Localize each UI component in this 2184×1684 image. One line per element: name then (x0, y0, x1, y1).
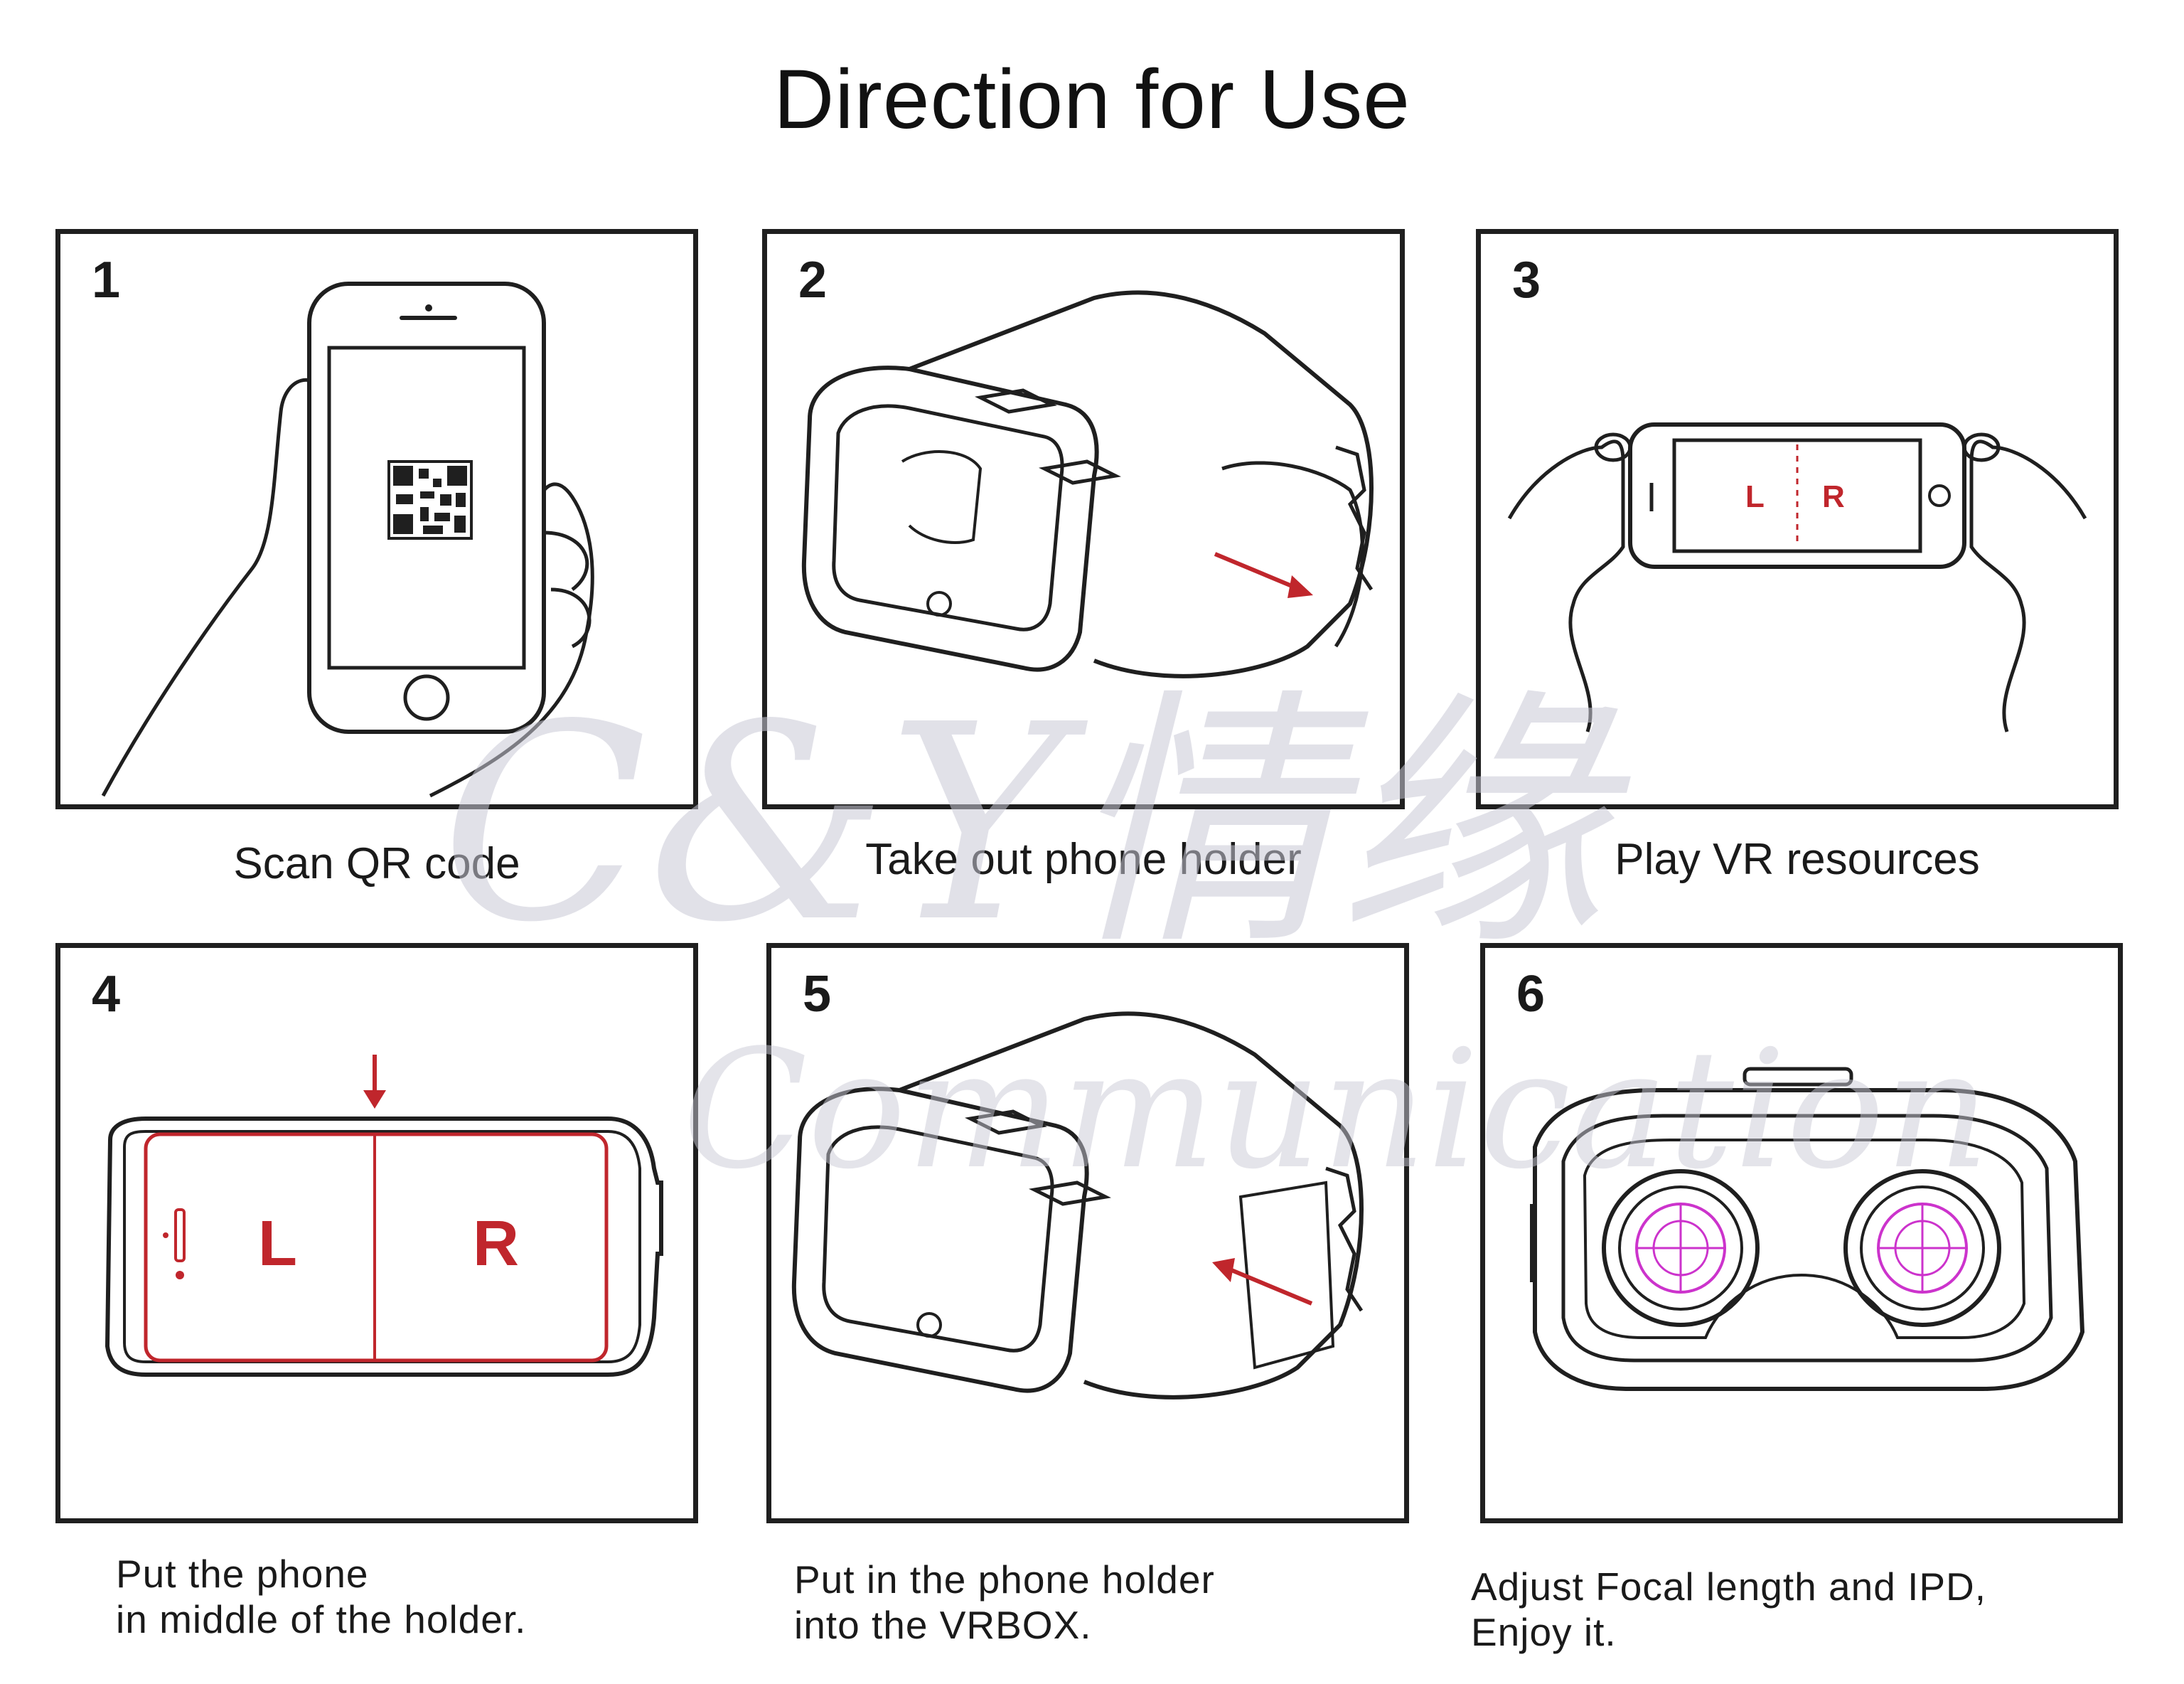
step-6-panel: 6 Adjust Focal length and IPD, Enjoy it. (1471, 943, 2123, 1654)
step-3-panel: 3 L R Play VR resources (1476, 229, 2119, 884)
step-caption-line-1: Adjust Focal length and IPD, (1471, 1565, 1987, 1609)
step-number: 1 (92, 252, 121, 309)
phone-holder-icon: L R (105, 1055, 663, 1377)
step-caption: Put the phone in middle of the holder. (116, 1551, 526, 1642)
step-caption: Put in the phone holder into the VRBOX. (794, 1557, 1215, 1648)
page-title: Direction for Use (774, 53, 1410, 146)
step-1-panel: 1 Scan QR code (55, 229, 698, 888)
vr-lens-icon (1530, 1067, 2085, 1391)
step-caption-line-2: into the VRBOX. (794, 1603, 1092, 1647)
step-5-panel: 5 Put in the phone holder into the VRBOX… (766, 943, 1409, 1647)
vr-headset-icon (801, 290, 1374, 678)
step-number: 2 (798, 252, 828, 309)
step-number: 6 (1516, 966, 1546, 1023)
screen-left-label: L (1745, 479, 1765, 514)
holder-right-label: R (473, 1208, 519, 1279)
step-2-panel: 2 Take out phone holder (762, 229, 1405, 884)
step-caption-line-2: Enjoy it. (1471, 1610, 1617, 1654)
vr-headset-icon (791, 1011, 1364, 1400)
smartphone-qr-icon (101, 282, 594, 798)
screen-right-label: R (1822, 479, 1845, 514)
holder-left-label: L (258, 1208, 297, 1279)
step-number: 3 (1512, 252, 1541, 309)
step-number: 4 (92, 966, 121, 1023)
step-caption: Scan QR code (233, 839, 520, 888)
step-caption: Take out phone holder (865, 835, 1302, 884)
step-caption-line-1: Put the phone (116, 1552, 369, 1596)
hands-phone-icon: L R (1507, 422, 2087, 732)
step-caption: Adjust Focal length and IPD, Enjoy it. (1471, 1564, 1986, 1655)
step-caption-line-2: in middle of the holder. (116, 1597, 527, 1641)
step-caption: Play VR resources (1615, 835, 1980, 884)
step-4-panel: 4 L R Put the phone in middle of the hol… (55, 943, 698, 1641)
step-caption-line-1: Put in the phone holder (794, 1557, 1215, 1602)
step-number: 5 (803, 966, 832, 1023)
